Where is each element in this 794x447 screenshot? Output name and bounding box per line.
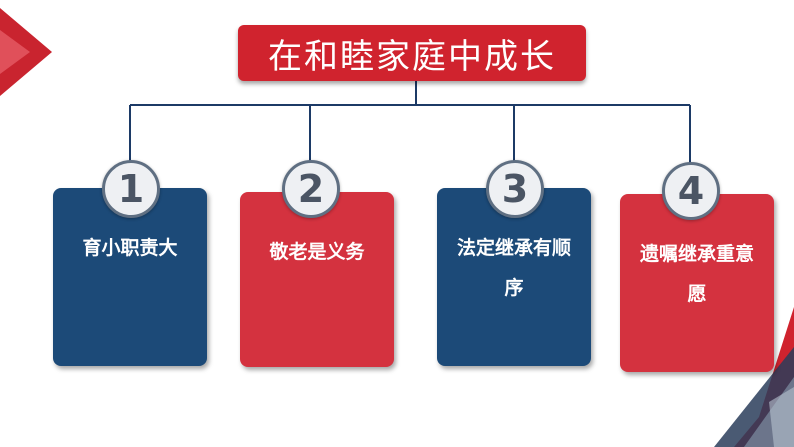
- page-title: 在和睦家庭中成长: [268, 29, 556, 78]
- card-1-text: 育小职责大: [53, 228, 207, 268]
- number-badge-4-label: 4: [678, 169, 704, 213]
- card-4-text: 遗嘱继承重意愿: [620, 234, 774, 314]
- number-badge-3-label: 3: [502, 167, 528, 211]
- card-2: 敬老是义务: [240, 192, 394, 367]
- number-badge-1: 1: [102, 160, 160, 218]
- card-2-text: 敬老是义务: [240, 232, 394, 272]
- number-badge-2-label: 2: [298, 167, 324, 211]
- number-badge-1-label: 1: [118, 167, 144, 211]
- card-3-text: 法定继承有顺序: [437, 228, 591, 308]
- number-badge-4: 4: [662, 162, 720, 220]
- number-badge-2: 2: [282, 160, 340, 218]
- number-badge-3: 3: [486, 160, 544, 218]
- card-4: 遗嘱继承重意愿: [620, 194, 774, 372]
- title-box: 在和睦家庭中成长: [238, 25, 586, 81]
